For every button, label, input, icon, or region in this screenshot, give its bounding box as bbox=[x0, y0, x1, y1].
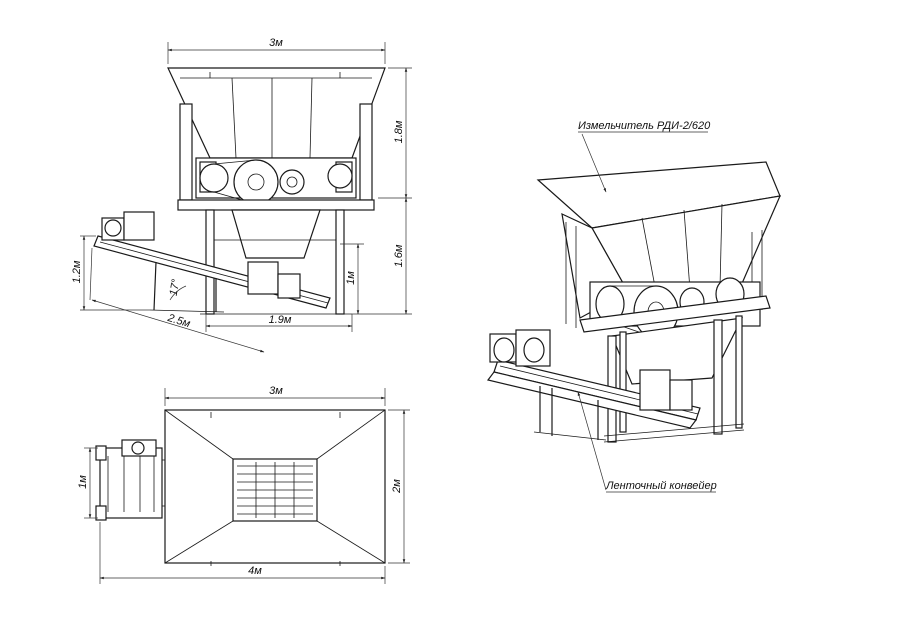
plan-dim-top-width: 3м bbox=[269, 385, 283, 397]
side-view: 3м 1.8м 1.6м 1.2м 1м 17° 2.5м 1.9м bbox=[71, 37, 412, 353]
side-base-plate bbox=[177, 199, 375, 211]
side-leg-right bbox=[335, 209, 345, 315]
side-dim-angle: 17° bbox=[168, 278, 183, 297]
side-motor-pulley bbox=[199, 163, 229, 193]
plan-conveyor bbox=[95, 439, 165, 521]
side-dim-conveyor-length: 2.5м bbox=[165, 312, 192, 331]
plan-dim-total-length: 4м bbox=[248, 565, 262, 577]
side-hopper bbox=[167, 67, 386, 159]
side-dim-base-width: 1.9м bbox=[269, 314, 292, 326]
iso-conveyor bbox=[486, 329, 701, 441]
side-main-pulley bbox=[233, 159, 279, 205]
side-dim-top-width: 3м bbox=[269, 37, 283, 49]
plan-shredder-blades bbox=[237, 462, 313, 518]
side-conveyor bbox=[93, 211, 331, 313]
plan-view: 3м 2м 1м 4м bbox=[77, 385, 410, 584]
plan-dim-depth: 2м bbox=[391, 479, 403, 494]
plan-dim-conveyor-width: 1м bbox=[77, 475, 89, 489]
side-frame-right bbox=[359, 103, 373, 201]
side-dim-conveyor-height: 1.2м bbox=[71, 260, 83, 283]
iso-leg-front-right bbox=[713, 319, 723, 435]
side-dim-support-height: 1м bbox=[345, 271, 357, 285]
side-dim-hopper-height: 1.8м bbox=[393, 120, 405, 143]
iso-label-conveyor: Ленточный конвейер bbox=[605, 480, 717, 492]
side-dim-total-height: 1.6м bbox=[393, 244, 405, 267]
iso-label-shredder: Измельчитель РДИ-2/620 bbox=[578, 120, 711, 132]
side-frame-left bbox=[179, 103, 193, 201]
iso-view: Измельчитель РДИ-2/620 Ленточный конвейе… bbox=[486, 120, 781, 493]
side-leg-left bbox=[205, 209, 215, 315]
